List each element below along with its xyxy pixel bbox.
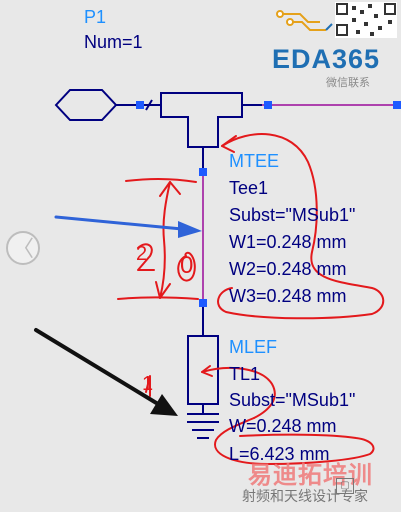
mlef-symbol[interactable] xyxy=(187,307,219,414)
blue-arrow-icon xyxy=(54,215,202,238)
port-name: P1 xyxy=(84,7,107,27)
mlef-param-w: W=0.248 mm xyxy=(229,416,337,436)
red-annotations xyxy=(117,133,385,465)
mlef-param-subst: Subst="MSub1" xyxy=(229,390,356,410)
mtee-type: MTEE xyxy=(229,151,280,171)
mtee-param-w3: W3=0.248 mm xyxy=(229,286,347,306)
annotation-zero: 0 xyxy=(180,252,194,279)
annotation-num-1: 1 xyxy=(142,373,154,395)
black-arrow-icon xyxy=(34,328,178,416)
annotation-num-2: 2 xyxy=(136,243,148,265)
pin-marker xyxy=(199,168,207,176)
pin-marker xyxy=(136,101,144,109)
logo-circuit-icon xyxy=(276,10,333,31)
watermark-main: 易迪拓培训 xyxy=(248,462,373,489)
mlef-param-l: L=6.423 mm xyxy=(229,444,330,464)
prev-page-button[interactable]: 〈 xyxy=(6,231,40,265)
qr-code xyxy=(335,2,397,38)
eda365-logo: EDA365 xyxy=(272,44,381,74)
mlef-type: MLEF xyxy=(229,337,278,357)
ground-icon xyxy=(187,413,219,439)
port-p1[interactable] xyxy=(54,89,161,121)
pin-marker xyxy=(199,299,207,307)
pin-marker xyxy=(393,101,401,109)
mtee-param-w1: W1=0.248 mm xyxy=(229,232,347,252)
port-param: Num=1 xyxy=(84,32,143,52)
watermark-icon: ▢ xyxy=(336,478,354,494)
mtee-symbol[interactable] xyxy=(160,92,262,168)
mlef-name: TL1 xyxy=(229,364,261,384)
pin-marker xyxy=(264,101,272,109)
mtee-param-subst: Subst="MSub1" xyxy=(229,205,356,225)
logo-subtitle: 微信联系 xyxy=(326,77,370,89)
mtee-name: Tee1 xyxy=(229,178,269,198)
mtee-param-w2: W2=0.248 mm xyxy=(229,259,347,279)
